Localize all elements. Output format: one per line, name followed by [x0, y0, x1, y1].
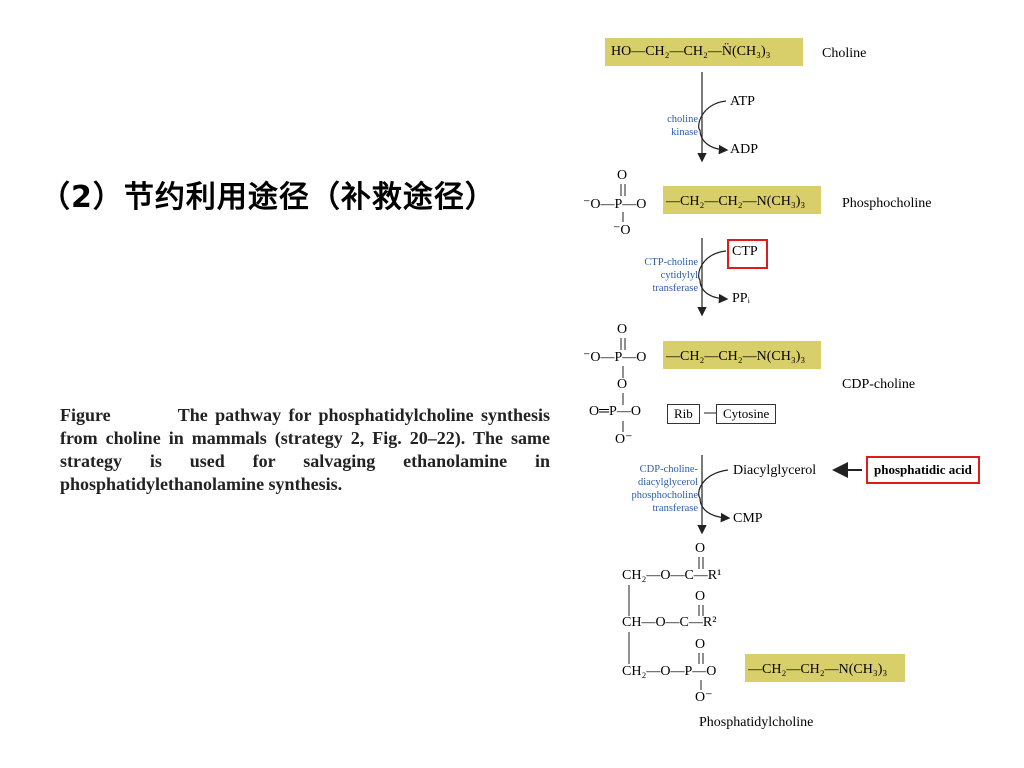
caption-text: The pathway for phosphatidylcholine synt… [60, 405, 550, 494]
cdp-o-top: O [617, 322, 628, 337]
pc-ch2-row: CH₂—O—C—R¹ [622, 568, 722, 583]
ppi-label: PPᵢ [732, 291, 750, 306]
pc-o2: O [695, 589, 706, 604]
pc-ch2-p-row: CH₂—O—P—O [622, 664, 717, 679]
ctp-label: CTP [732, 244, 758, 259]
cdp-choline-highlight [663, 341, 821, 369]
diacylglycerol-label: Diacylglycerol [733, 463, 817, 478]
cmp-label: CMP [733, 511, 763, 526]
cdp-choline-label: CDP-choline [842, 377, 916, 392]
pc-choline-tail: —CH₂—CH₂—N(CH₃)₃ [748, 662, 888, 677]
cdp-o-minus: O⁻ [615, 432, 633, 447]
phosphocholine-ominus-p-o: ⁻O—P—O [583, 197, 647, 212]
pc-o1: O [695, 541, 706, 556]
cdp-choline-tail: —CH₂—CH₂—N(CH₃)₃ [666, 349, 806, 364]
caption-lead: Figure [60, 405, 111, 425]
pc-o3: O [695, 637, 706, 652]
rib-box: Rib [667, 404, 700, 424]
adp-label: ADP [730, 142, 759, 157]
step1-curve [698, 100, 729, 155]
phosphocholine-o-top: O [617, 168, 628, 183]
cdp-ominus-p-o: ⁻O—P—O [583, 350, 647, 365]
phosphocholine-label: Phosphocholine [842, 196, 932, 211]
phosphocholine-highlight [663, 186, 821, 214]
ctp-transferase-label: CTP-choline cytidylyl transferase [644, 257, 698, 294]
phosphocholine-o-bottom: ⁻O [613, 223, 631, 238]
figure-caption: Figure The pathway for phosphatidylcholi… [60, 404, 550, 496]
choline-formula: HO—CH₂—CH₂—N̈(CH₃)₃ [611, 44, 771, 59]
cdp-bridge-o: O [617, 377, 628, 392]
cytosine-box: Cytosine [716, 404, 777, 424]
phosphatidylcholine-label: Phosphatidylcholine [699, 715, 814, 730]
phosphatidic-acid-annotation: phosphatidic acid [866, 456, 980, 484]
choline-highlight [605, 38, 803, 66]
pc-ch-row: CH—O—C—R² [622, 615, 717, 630]
step3-curve [698, 469, 731, 523]
pc-o-minus: O⁻ [695, 690, 713, 705]
cdp-o-eq-p-o: O═P—O [589, 404, 641, 419]
choline-label: Choline [822, 46, 867, 61]
ctp-highlight-box [727, 239, 768, 269]
phosphocholine-tail: —CH₂—CH₂—N(CH₃)₃ [666, 194, 806, 209]
cdp-transferase-label: CDP-choline- diacylglycerol phosphocholi… [631, 464, 699, 514]
choline-kinase-label: choline kinase [667, 114, 698, 138]
pc-choline-highlight [745, 654, 905, 682]
slide-title: （2）节约利用途径（补救途径） [40, 180, 496, 215]
step2-curve [698, 250, 729, 304]
atp-label: ATP [730, 94, 755, 109]
